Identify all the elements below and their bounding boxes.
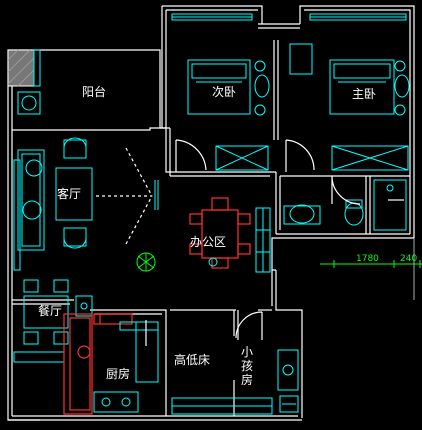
office-table xyxy=(201,209,239,259)
office-area: 办公区 xyxy=(189,197,271,273)
windows xyxy=(13,13,407,415)
second-bedroom-label: 次卧 xyxy=(212,85,236,99)
dimension-line: 1780 240 xyxy=(320,254,422,268)
bed-master xyxy=(329,59,395,115)
stove xyxy=(93,391,139,413)
office-label: 办公区 xyxy=(190,234,226,249)
bunk-bed-label: 高低床 xyxy=(174,352,210,367)
dimension-1780: 1780 xyxy=(356,254,379,264)
dining: 餐厅 xyxy=(13,279,93,363)
armchair-bottom xyxy=(63,227,87,247)
kitchen: 厨房 xyxy=(63,313,159,415)
interior-walls xyxy=(12,23,410,416)
toilet xyxy=(344,202,364,226)
armchair-top xyxy=(63,139,87,159)
second-bedroom: 次卧 xyxy=(175,59,270,172)
master-bedroom: 主卧 xyxy=(285,43,410,172)
desk-master xyxy=(289,43,313,75)
exterior-walls xyxy=(7,5,415,421)
plant-icon xyxy=(136,252,156,272)
dining-label: 餐厅 xyxy=(38,303,62,318)
sideboard xyxy=(13,351,65,363)
dining-table xyxy=(23,295,69,329)
dimension-240: 240 xyxy=(400,254,417,264)
wardrobe-second xyxy=(215,145,269,171)
fridge xyxy=(75,295,93,317)
desk-kids xyxy=(277,349,299,391)
kitchen-counter-left xyxy=(63,313,93,415)
coffee-table xyxy=(55,167,93,221)
balcony-label: 阳台 xyxy=(82,84,106,99)
kids-room-label-line1: 小 xyxy=(241,345,253,359)
kids-room-label-line3: 房 xyxy=(241,372,253,387)
kitchen-label: 厨房 xyxy=(106,366,130,381)
balcony-pillar xyxy=(7,49,35,87)
master-bedroom-label: 主卧 xyxy=(352,87,376,101)
kids-room-label-line2: 孩 xyxy=(241,359,253,373)
kids-room: 高低床 小 孩 房 xyxy=(174,311,299,413)
sink xyxy=(289,204,315,224)
living-room-label: 客厅 xyxy=(57,186,81,201)
wardrobe-master xyxy=(331,145,409,171)
living-room: 客厅 xyxy=(17,137,159,272)
shower xyxy=(373,179,407,231)
bed-second xyxy=(187,59,251,115)
balcony-window xyxy=(33,49,41,87)
washing-machine xyxy=(17,91,41,115)
sofa xyxy=(17,149,45,251)
bathroom xyxy=(283,175,407,231)
